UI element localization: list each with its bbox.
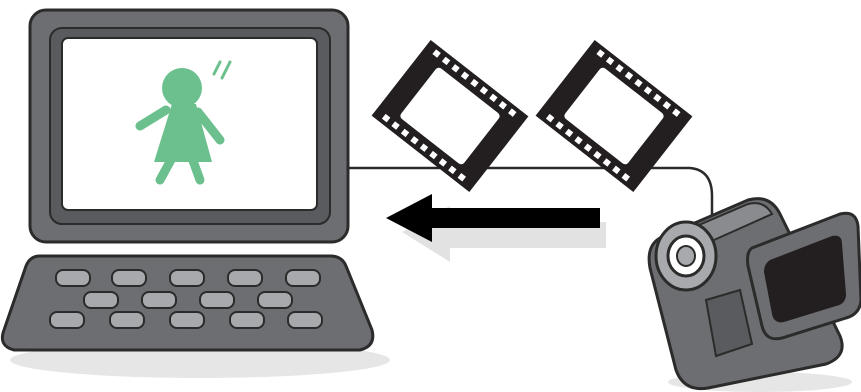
camcorder-lens — [656, 222, 716, 290]
computer-icon — [30, 10, 348, 242]
camcorder-icon — [649, 199, 861, 392]
arrow-left-icon — [386, 194, 606, 262]
keyboard — [2, 256, 372, 350]
